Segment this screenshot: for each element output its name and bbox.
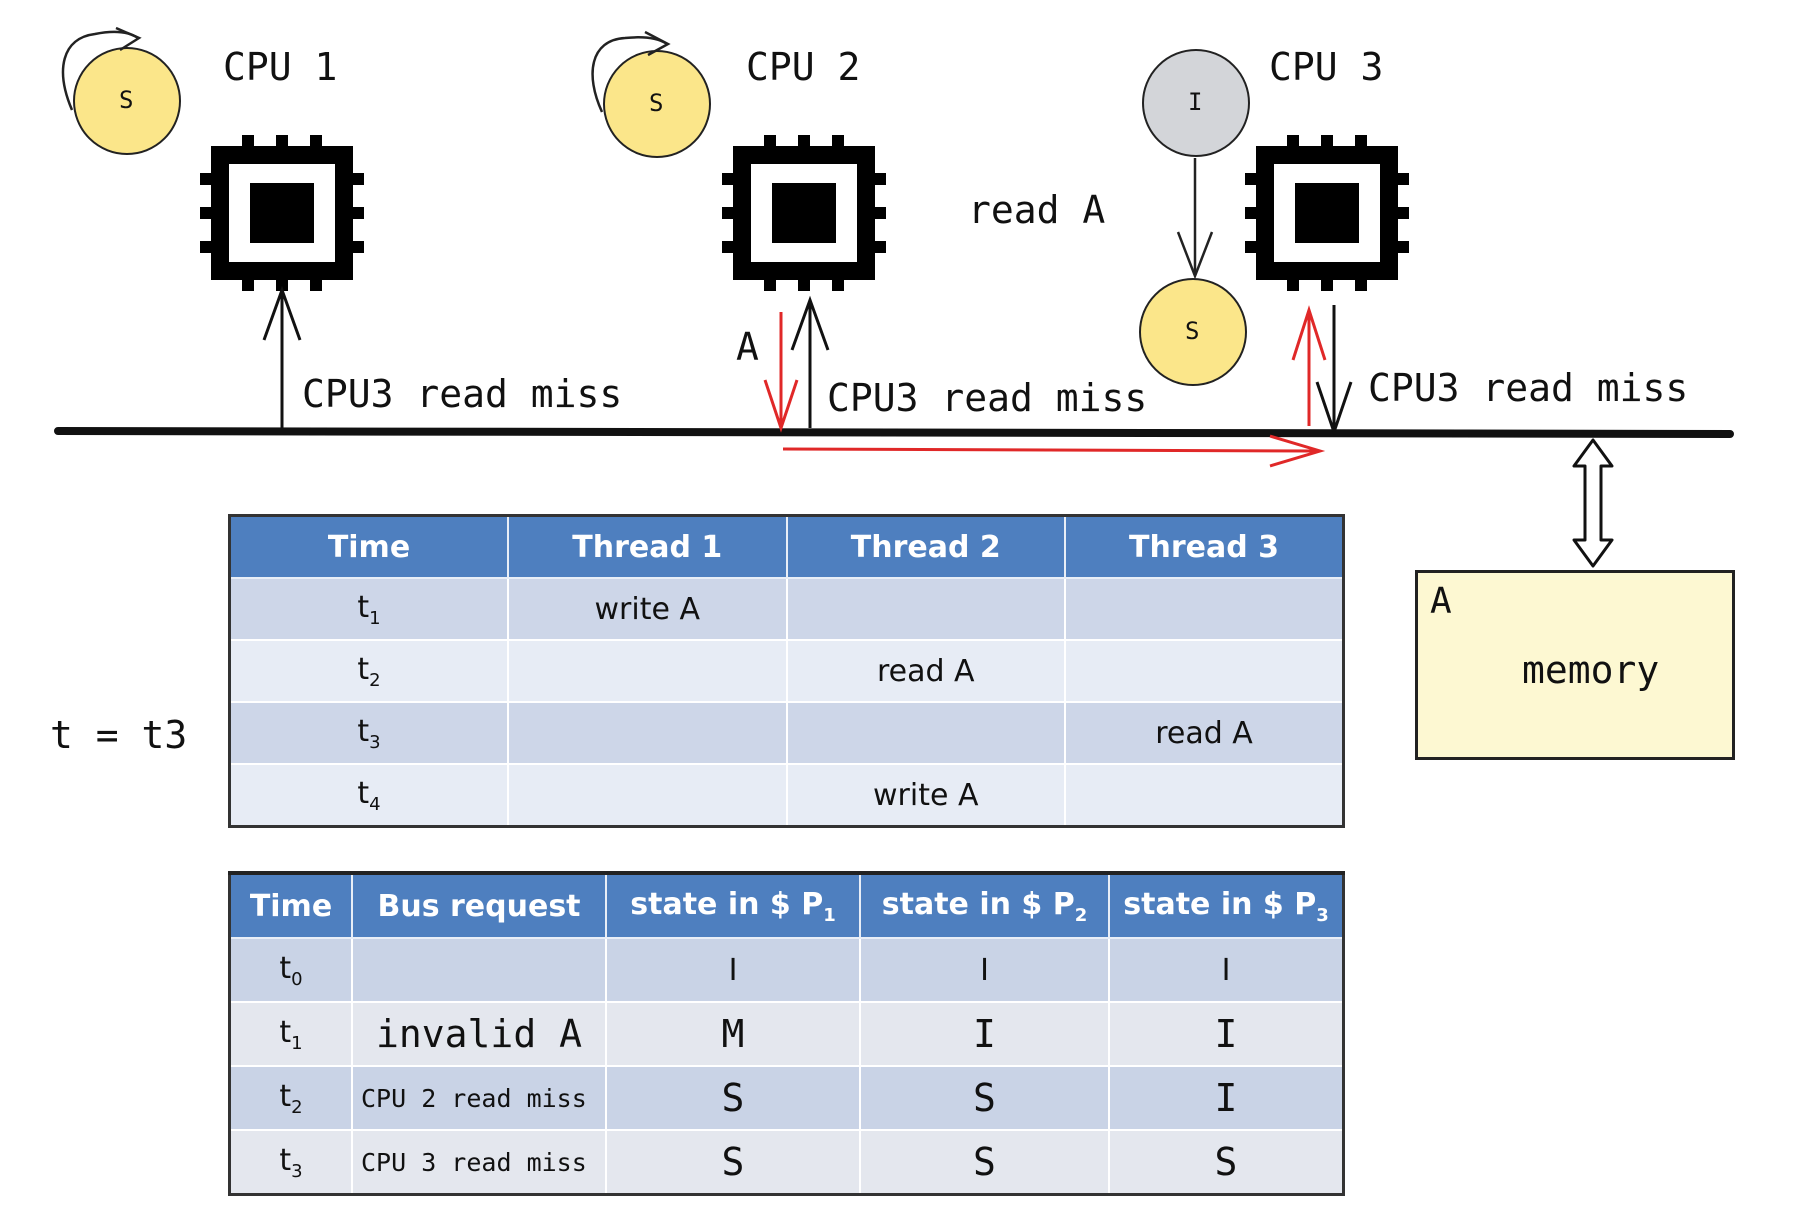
state-cell: S bbox=[859, 1065, 1110, 1131]
cpu3-state-after-label: S bbox=[1185, 317, 1200, 345]
state-cell: I bbox=[1108, 1001, 1345, 1067]
state-cell: I bbox=[605, 937, 861, 1003]
bus-label-cpu3: CPU3 read miss bbox=[1368, 366, 1689, 410]
table-cell bbox=[507, 639, 788, 703]
table-cell bbox=[785, 577, 1066, 641]
cpu2-self-loop-arrow bbox=[591, 36, 668, 113]
memory-bus-double-arrow bbox=[1572, 438, 1614, 568]
cpu1-state-circle bbox=[73, 47, 181, 155]
table-row: t2 CPU 2 read miss S S I bbox=[228, 1065, 1345, 1131]
state-cell: M bbox=[605, 1001, 861, 1067]
thread-table-header: Time Thread 1 Thread 2 Thread 3 bbox=[228, 514, 1345, 579]
time-cell: t1 bbox=[228, 1001, 353, 1067]
table-row: t3 read A bbox=[228, 701, 1345, 765]
header-state-p2: state in $ P2 bbox=[859, 872, 1110, 939]
state-cell: I bbox=[1108, 1065, 1345, 1131]
cache-state-table: Time Bus request state in $ P1 state in … bbox=[228, 871, 1345, 1196]
state-cell: I bbox=[1108, 937, 1345, 1003]
cpu3-state-before-label: I bbox=[1188, 88, 1203, 116]
state-cell: S bbox=[1108, 1129, 1345, 1196]
current-time-label: t = t3 bbox=[50, 713, 188, 757]
cpu2-state-label: S bbox=[649, 89, 664, 117]
table-cell bbox=[507, 763, 788, 828]
time-cell: t3 bbox=[228, 701, 509, 765]
cpu2-label: CPU 2 bbox=[746, 45, 861, 89]
table-cell bbox=[1064, 639, 1345, 703]
time-cell: t1 bbox=[228, 577, 509, 641]
header-thread-1: Thread 1 bbox=[507, 514, 788, 579]
cpu1-state-label: S bbox=[119, 86, 134, 114]
table-row: t2 read A bbox=[228, 639, 1345, 703]
bus-request-cell bbox=[351, 937, 607, 1003]
time-cell: t0 bbox=[228, 937, 353, 1003]
table-cell: write A bbox=[785, 763, 1066, 828]
cpu2-chip-icon bbox=[722, 135, 886, 291]
state-cell: S bbox=[605, 1065, 861, 1131]
cpu1-label: CPU 1 bbox=[223, 45, 338, 89]
header-bus-request: Bus request bbox=[351, 872, 607, 939]
memory-label: memory bbox=[1522, 648, 1660, 692]
cpu3-state-before-circle bbox=[1142, 49, 1250, 157]
state-cell: S bbox=[859, 1129, 1110, 1196]
header-thread-2: Thread 2 bbox=[785, 514, 1066, 579]
bus-label-cpu1: CPU3 read miss bbox=[302, 372, 623, 416]
table-row: t4 write A bbox=[228, 763, 1345, 828]
data-a-label: A bbox=[736, 325, 759, 369]
cpu3-chip-icon bbox=[1245, 135, 1409, 291]
time-cell: t3 bbox=[228, 1129, 353, 1196]
bus-request-cell: CPU 2 read miss bbox=[351, 1065, 607, 1131]
table-cell bbox=[507, 701, 788, 765]
table-cell bbox=[785, 701, 1066, 765]
table-cell bbox=[1064, 577, 1345, 641]
header-thread-3: Thread 3 bbox=[1064, 514, 1345, 579]
table-cell: read A bbox=[1064, 701, 1345, 765]
table-row: t0 I I I bbox=[228, 937, 1345, 1003]
cpu3-label: CPU 3 bbox=[1269, 45, 1384, 89]
table-row: t3 CPU 3 read miss S S S bbox=[228, 1129, 1345, 1196]
table-row: t1 write A bbox=[228, 577, 1345, 641]
header-time: Time bbox=[228, 514, 509, 579]
thread-table: Time Thread 1 Thread 2 Thread 3 t1 write… bbox=[228, 514, 1345, 828]
table-row: t1 invalid A M I I bbox=[228, 1001, 1345, 1067]
state-table-header: Time Bus request state in $ P1 state in … bbox=[228, 872, 1345, 939]
bus-request-cell: invalid A bbox=[351, 1001, 607, 1067]
cpu3-state-after-circle bbox=[1139, 278, 1247, 386]
table-cell: write A bbox=[507, 577, 788, 641]
state-cell: I bbox=[859, 937, 1110, 1003]
data-transfer-red-arrow bbox=[782, 447, 1319, 453]
bus-request-cell: CPU 3 read miss bbox=[351, 1129, 607, 1196]
header-state-p1: state in $ P1 bbox=[605, 872, 861, 939]
state-cell: I bbox=[859, 1001, 1110, 1067]
table-cell bbox=[1064, 763, 1345, 828]
table-cell: read A bbox=[785, 639, 1066, 703]
time-cell: t2 bbox=[228, 1065, 353, 1131]
cpu1-chip-icon bbox=[200, 135, 364, 291]
header-time: Time bbox=[228, 872, 353, 939]
memory-box: A memory bbox=[1415, 570, 1735, 760]
header-state-p3: state in $ P3 bbox=[1108, 872, 1345, 939]
bus-label-cpu2: CPU3 read miss bbox=[827, 376, 1148, 420]
time-cell: t2 bbox=[228, 639, 509, 703]
time-cell: t4 bbox=[228, 763, 509, 828]
bus-line bbox=[54, 427, 1734, 438]
memory-content: A bbox=[1430, 581, 1452, 622]
read-request-label: read A bbox=[968, 188, 1106, 232]
state-cell: S bbox=[605, 1129, 861, 1196]
